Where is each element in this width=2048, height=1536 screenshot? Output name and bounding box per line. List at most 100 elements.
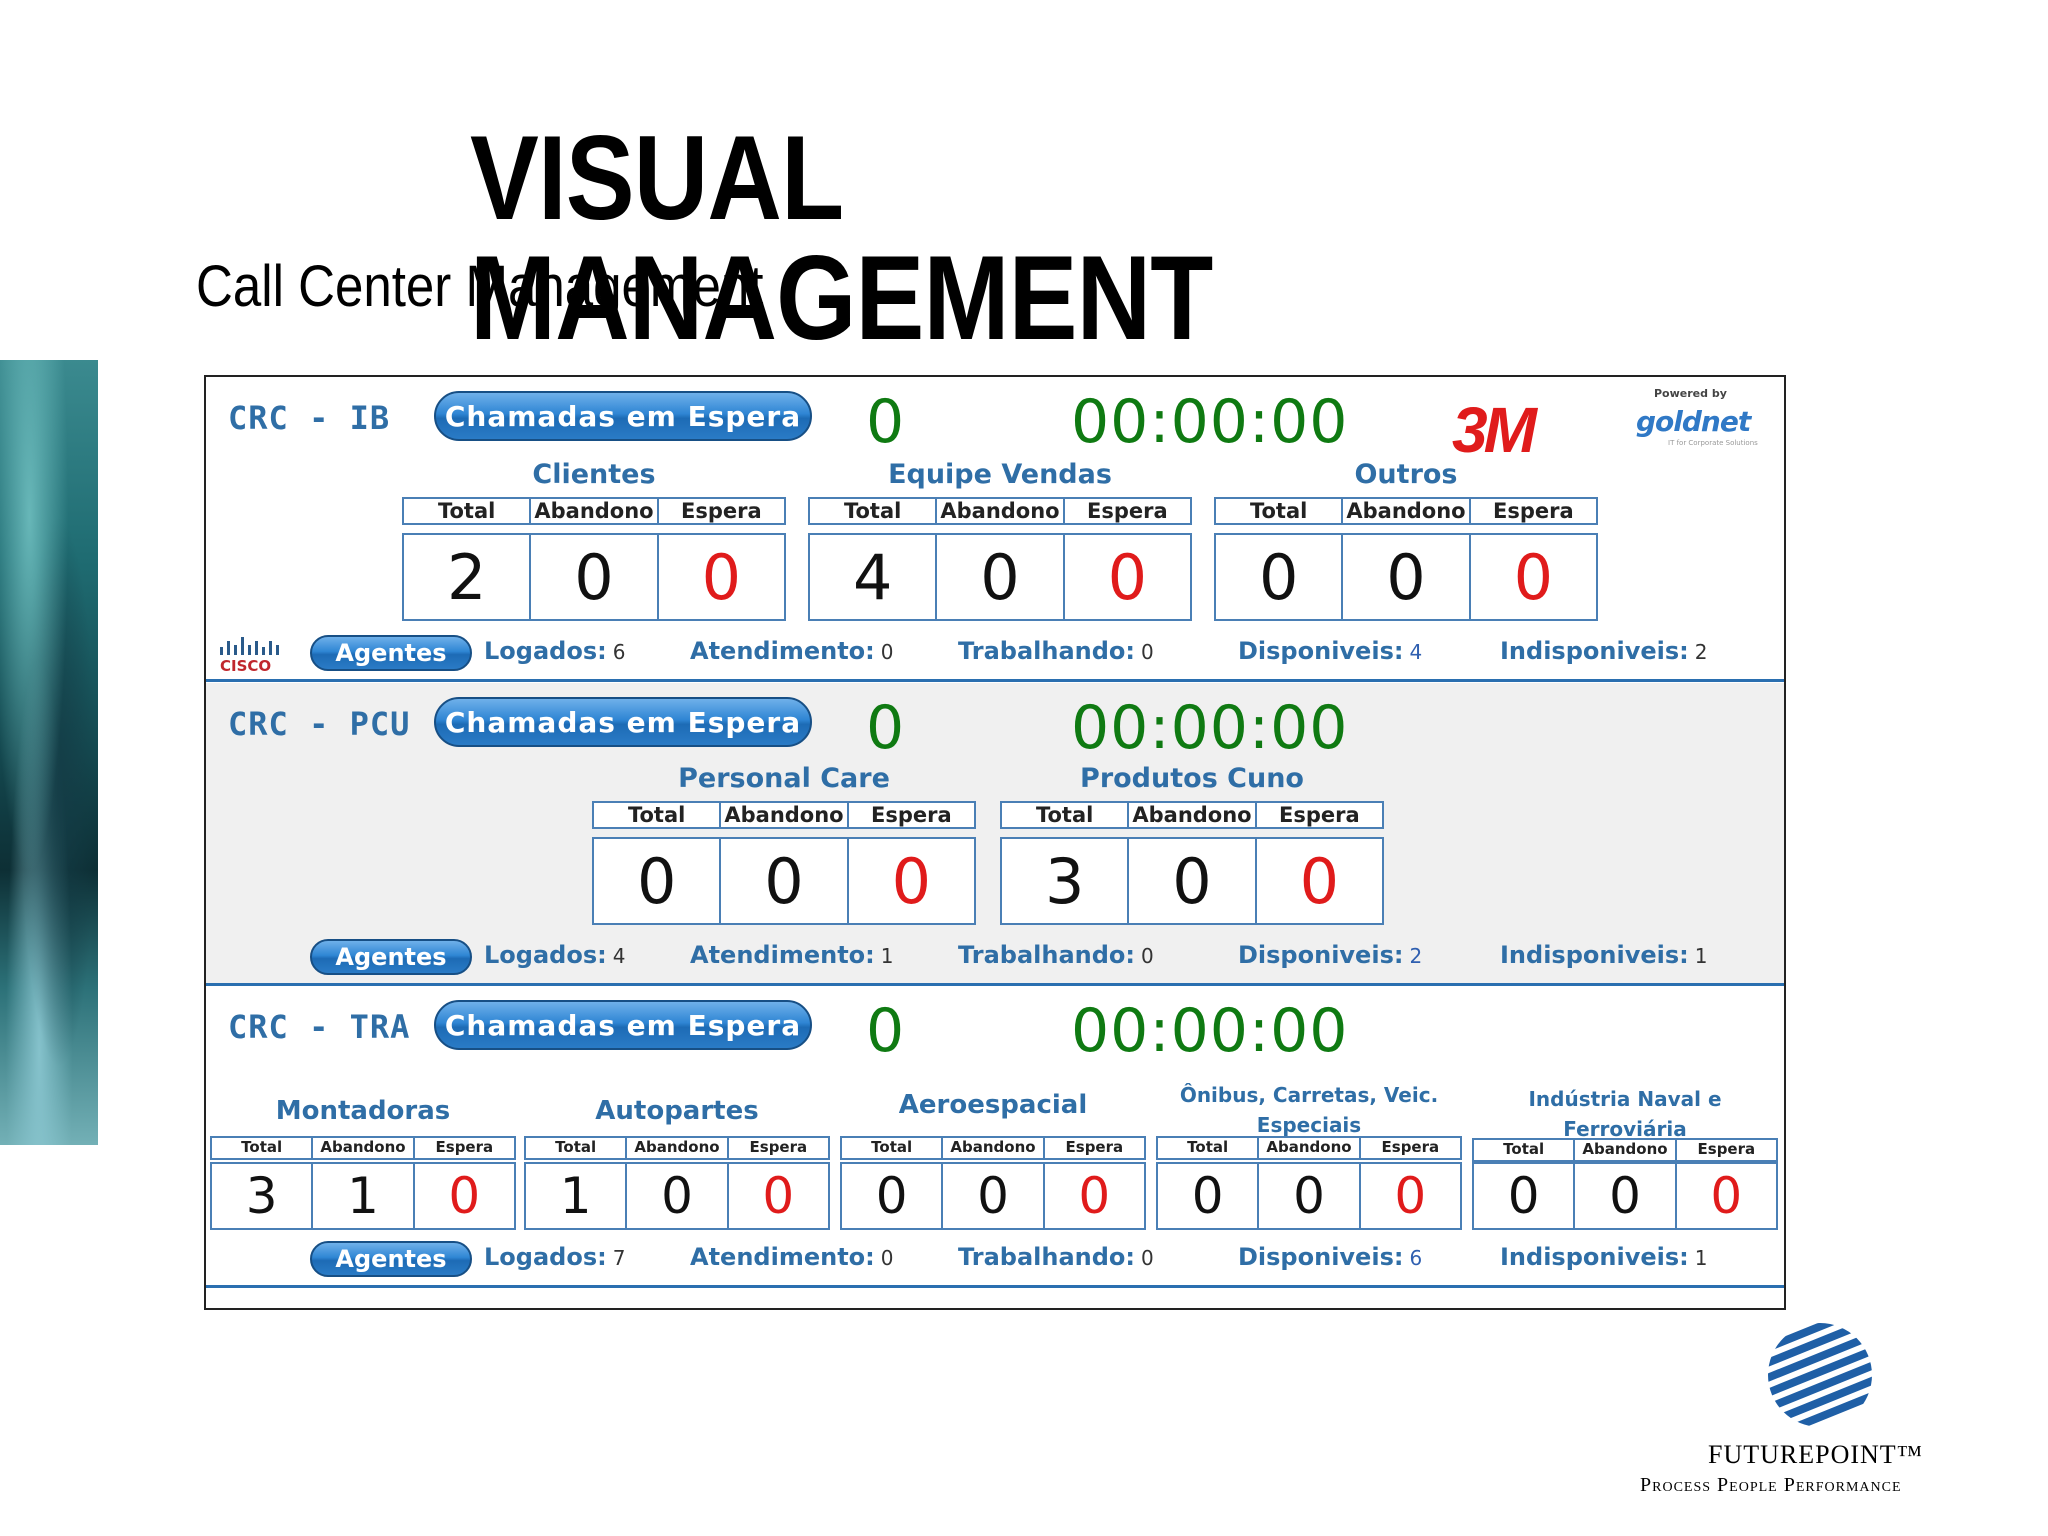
metric-header: Total Abandono Espera <box>402 497 786 525</box>
header-espera: Espera <box>749 1138 808 1156</box>
value-total: 0 <box>842 1164 944 1228</box>
group-title: Personal Care <box>678 763 890 794</box>
header-espera: Espera <box>1697 1140 1756 1158</box>
metric-header: Total Abandono Espera <box>1000 801 1384 829</box>
queue-calls-button[interactable]: Chamadas em Espera <box>434 1000 812 1050</box>
header-abandono: Abandono <box>937 499 1065 523</box>
stat-atendimento: Atendimento:0 <box>690 1243 894 1271</box>
queue-count: 0 <box>866 387 905 457</box>
value-abandono: 0 <box>943 1164 1045 1228</box>
metric-group-produtos-cuno: Produtos Cuno Total Abandono Espera 3 0 … <box>1000 763 1384 925</box>
metric-group-clientes: Clientes Total Abandono Espera 2 0 0 <box>402 459 786 621</box>
crc-name: CRC - IB <box>228 399 391 437</box>
header-total: Total <box>212 1138 314 1158</box>
header-abandono: Abandono <box>1343 499 1471 523</box>
metric-header: Total Abandono Espera <box>1156 1136 1462 1160</box>
metric-group-outros: Outros Total Abandono Espera 0 0 0 <box>1214 459 1598 621</box>
group-title: Clientes <box>532 459 656 490</box>
header-espera: Espera <box>435 1138 494 1156</box>
value-total: 4 <box>810 535 938 619</box>
stat-trabalhando: Trabalhando:0 <box>958 637 1154 665</box>
group-title-line2: Especiais <box>1256 1113 1362 1137</box>
stat-indisponiveis: Indisponiveis:1 <box>1500 1243 1708 1271</box>
header-espera: Espera <box>1381 1138 1440 1156</box>
stat-disponiveis: Disponiveis:6 <box>1238 1243 1423 1271</box>
value-abandono: 0 <box>1129 839 1257 923</box>
header-total: Total <box>810 499 938 523</box>
metric-header: Total Abandono Espera <box>1472 1138 1778 1162</box>
value-total: 0 <box>1474 1164 1576 1228</box>
header-abandono: Abandono <box>943 1138 1045 1158</box>
goldnet-logo: goldnet <box>1636 405 1751 438</box>
header-espera: Espera <box>870 803 952 827</box>
value-total: 2 <box>404 535 532 619</box>
metric-values: 3 1 0 <box>210 1162 516 1230</box>
metric-values: 0 0 0 <box>840 1162 1146 1230</box>
metric-values: 0 0 0 <box>592 837 976 925</box>
group-title: Indústria Naval e Ferroviária <box>1472 1084 1778 1144</box>
section-crc-pcu: CRC - PCU Chamadas em Espera 0 00:00:00 … <box>206 683 1784 986</box>
value-abandono: 0 <box>1343 535 1471 619</box>
metric-group-onibus-carretas: Ônibus, Carretas, Veic. Especiais Total … <box>1156 1080 1462 1236</box>
group-title: Ônibus, Carretas, Veic. Especiais <box>1156 1080 1462 1140</box>
metric-header: Total Abandono Espera <box>210 1136 516 1160</box>
metric-header: Total Abandono Espera <box>592 801 976 829</box>
stat-atendimento: Atendimento:1 <box>690 941 894 969</box>
header-total: Total <box>1216 499 1344 523</box>
metric-header: Total Abandono Espera <box>808 497 1192 525</box>
metric-values: 0 0 0 <box>1472 1162 1778 1230</box>
agents-row: CISCO Agentes Logados:6 Atendimento:0 Tr… <box>206 635 1784 675</box>
header-total: Total <box>1002 803 1130 827</box>
metric-header: Total Abandono Espera <box>840 1136 1146 1160</box>
stat-trabalhando: Trabalhando:0 <box>958 941 1154 969</box>
header-espera: Espera <box>1492 499 1574 523</box>
value-espera: 0 <box>1078 1167 1111 1225</box>
metric-values: 1 0 0 <box>524 1162 830 1230</box>
section-crc-tra: CRC - TRA Chamadas em Espera 0 00:00:00 … <box>206 986 1784 1290</box>
queue-wait-time: 00:00:00 <box>1071 387 1349 457</box>
group-title: Aeroespacial <box>898 1090 1088 1120</box>
header-abandono: Abandono <box>531 499 659 523</box>
agents-button[interactable]: Agentes <box>310 939 472 975</box>
decorative-side-image <box>0 360 98 1145</box>
header-espera: Espera <box>1278 803 1360 827</box>
futurepoint-tagline: Process People Performance <box>1640 1474 1902 1496</box>
metric-header: Total Abandono Espera <box>524 1136 830 1160</box>
header-total: Total <box>526 1138 628 1158</box>
section-divider <box>206 679 1784 682</box>
slide-title: VISUAL MANAGEMENT <box>470 111 1213 365</box>
queue-calls-button[interactable]: Chamadas em Espera <box>434 697 812 747</box>
metric-group-equipe-vendas: Equipe Vendas Total Abandono Espera 4 0 … <box>808 459 1192 621</box>
value-abandono: 0 <box>531 535 659 619</box>
metric-group-montadoras: Montadoras Total Abandono Espera 3 1 0 <box>210 1096 516 1236</box>
agents-button[interactable]: Agentes <box>310 1241 472 1277</box>
queue-calls-button[interactable]: Chamadas em Espera <box>434 391 812 441</box>
group-title-line2: Ferroviária <box>1563 1117 1687 1141</box>
call-center-dashboard: CRC - IB Chamadas em Espera 0 00:00:00 3… <box>204 375 1786 1310</box>
header-espera: Espera <box>1086 499 1168 523</box>
value-espera: 0 <box>1710 1167 1743 1225</box>
header-abandono: Abandono <box>721 803 849 827</box>
value-espera: 0 <box>762 1167 795 1225</box>
header-total: Total <box>1474 1140 1576 1160</box>
stat-trabalhando: Trabalhando:0 <box>958 1243 1154 1271</box>
group-title: Autopartes <box>595 1096 759 1126</box>
value-espera: 0 <box>1299 844 1340 918</box>
stat-indisponiveis: Indisponiveis:1 <box>1500 941 1708 969</box>
stat-disponiveis: Disponiveis:4 <box>1238 637 1423 665</box>
metric-values: 2 0 0 <box>402 533 786 621</box>
powered-by-label: Powered by <box>1654 387 1727 400</box>
value-total: 1 <box>526 1164 628 1228</box>
queue-wait-time: 00:00:00 <box>1071 693 1349 763</box>
header-abandono: Abandono <box>627 1138 729 1158</box>
group-title: Produtos Cuno <box>1080 763 1304 794</box>
value-espera: 0 <box>448 1167 481 1225</box>
value-espera: 0 <box>1513 540 1554 614</box>
value-abandono: 1 <box>313 1164 415 1228</box>
value-total: 0 <box>594 839 722 923</box>
stat-atendimento: Atendimento:0 <box>690 637 894 665</box>
agents-button[interactable]: Agentes <box>310 635 472 671</box>
crc-name: CRC - TRA <box>228 1008 411 1046</box>
metric-group-autopartes: Autopartes Total Abandono Espera 1 0 0 <box>524 1096 830 1236</box>
header-abandono: Abandono <box>1259 1138 1361 1158</box>
